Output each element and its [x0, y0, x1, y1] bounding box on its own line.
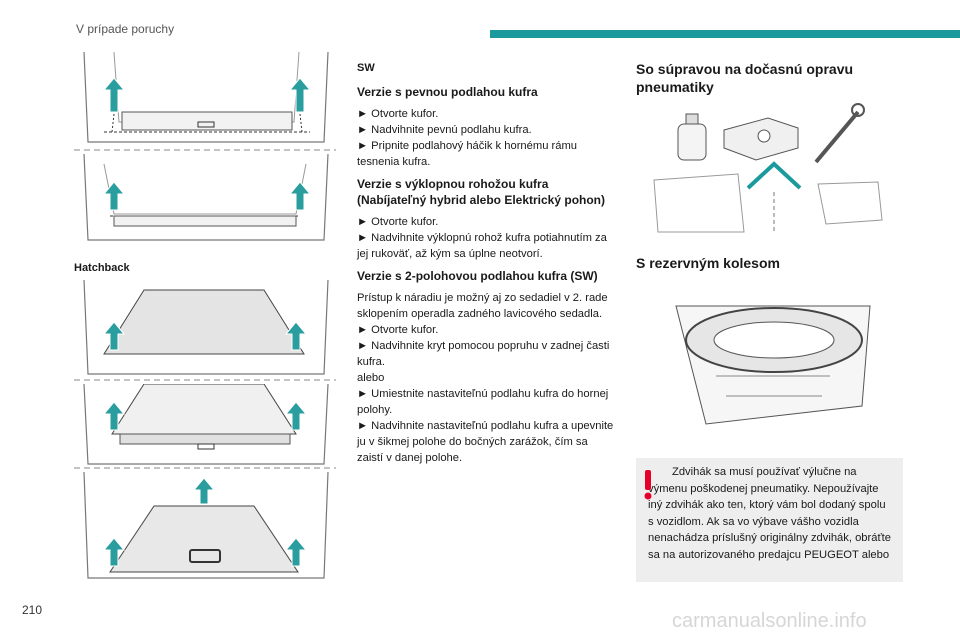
label-sw: SW	[357, 62, 375, 74]
instruction-line: ► Umiestnite nastaviteľnú podlahu kufra …	[357, 388, 609, 416]
warning-text: Zdvihák sa musí používať výlučne na výme…	[648, 466, 892, 561]
header-accent-bar	[490, 30, 960, 38]
instruction-line: ► Nadvihnite nastaviteľnú podlahu kufra …	[357, 420, 614, 464]
trunk-illustration-sw-2	[83, 154, 329, 241]
trunk-illustration-hatchback-2	[74, 384, 336, 469]
heading-repair-kit: So súpravou na dočasnú opravu pneumatiky	[636, 61, 854, 95]
trunk-illustration-hatchback-1	[74, 280, 336, 381]
middle-column: SW Verzie s pevnou podlahou kufra ► Otvo…	[357, 60, 615, 472]
label-hatchback: Hatchback	[74, 262, 130, 274]
repair-kit-illustration	[653, 103, 883, 233]
header-title: V prípade poruchy	[76, 22, 175, 36]
instruction-line: ► Pripnite podlahový háčik k hornému rám…	[357, 140, 578, 168]
instruction-line: ► Otvorte kufor.	[357, 108, 439, 120]
spare-heading-wrap: S rezervným kolesom	[636, 254, 906, 272]
trunk-illustration-sw-1	[74, 52, 336, 151]
instruction-line: ► Nadvihnite kryt pomocou popruhu v zadn…	[357, 340, 610, 368]
page-number: 210	[22, 603, 43, 617]
right-column: So súpravou na dočasnú opravu pneumatiky	[636, 60, 906, 96]
section-title-fixed-floor: Verzie s pevnou podlahou kufra	[357, 85, 538, 99]
warning-box: Zdvihák sa musí používať výlučne na výme…	[636, 458, 903, 582]
instruction-line: alebo	[357, 372, 385, 384]
trunk-illustration-hatchback-3	[83, 472, 329, 579]
instruction-line: ► Otvorte kufor.	[357, 324, 439, 336]
section-title-two-position-floor: Verzie s 2-polohovou podlahou kufra (SW)	[357, 269, 598, 283]
instruction-line: ► Otvorte kufor.	[357, 216, 439, 228]
instruction-line: Prístup k náradiu je možný aj zo sedadie…	[357, 292, 608, 320]
spare-wheel-illustration	[675, 305, 871, 425]
heading-spare-wheel: S rezervným kolesom	[636, 255, 780, 271]
watermark: carmanualsonline.info	[672, 610, 867, 632]
section-title-tilting-mat: Verzie s výklopnou rohožou kufra (Nabíja…	[357, 177, 606, 207]
exclamation-icon	[644, 470, 652, 500]
instruction-line: ► Nadvihnite pevnú podlahu kufra.	[357, 124, 532, 136]
instruction-line: ► Nadvihnite výklopnú rohož kufra potiah…	[357, 232, 607, 260]
